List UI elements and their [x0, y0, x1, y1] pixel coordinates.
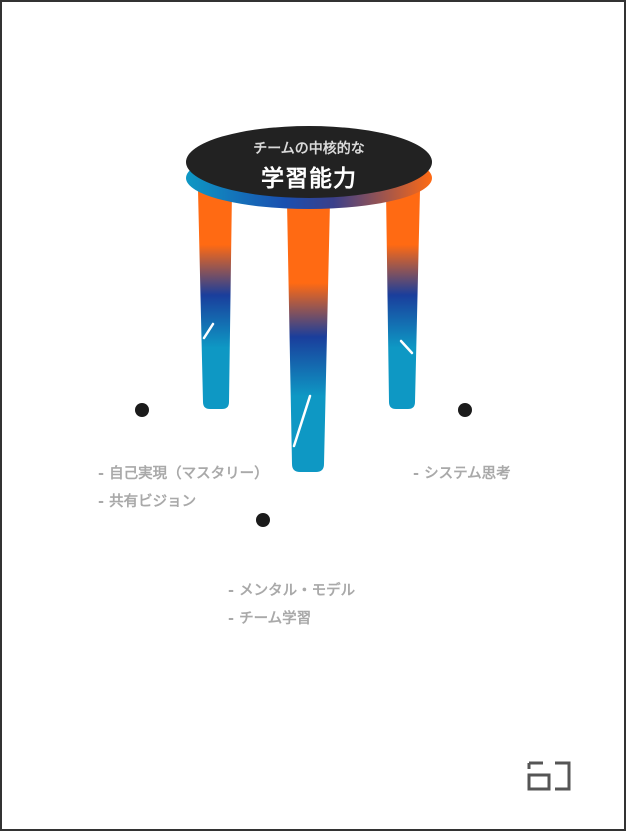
stool-seat: [186, 126, 432, 209]
seat-title: 学習能力: [261, 166, 357, 192]
bracket-logo-icon: [527, 761, 571, 791]
label-systems-thinking: - システム思考: [413, 466, 511, 482]
center-leg: [287, 202, 330, 472]
right-leg-dot: [458, 403, 472, 417]
label-personal-mastery: - 自己実現（マスタリー）: [98, 466, 269, 482]
center-leg-labels: - メンタル・モデル - チーム学習: [228, 577, 355, 633]
center-leg-dot: [256, 513, 270, 527]
seat-subtitle: チームの中核的な: [253, 141, 365, 157]
left-leg-dot: [135, 403, 149, 417]
label-mental-models: - メンタル・モデル: [228, 583, 356, 599]
left-leg: [198, 190, 232, 409]
left-leg-labels: - 自己実現（マスタリー） - 共有ビジョン: [98, 460, 269, 516]
right-leg-labels: - システム思考: [413, 460, 511, 488]
label-team-learning: - チーム学習: [228, 611, 312, 627]
right-leg: [386, 190, 420, 409]
label-shared-vision: - 共有ビジョン: [98, 494, 197, 510]
